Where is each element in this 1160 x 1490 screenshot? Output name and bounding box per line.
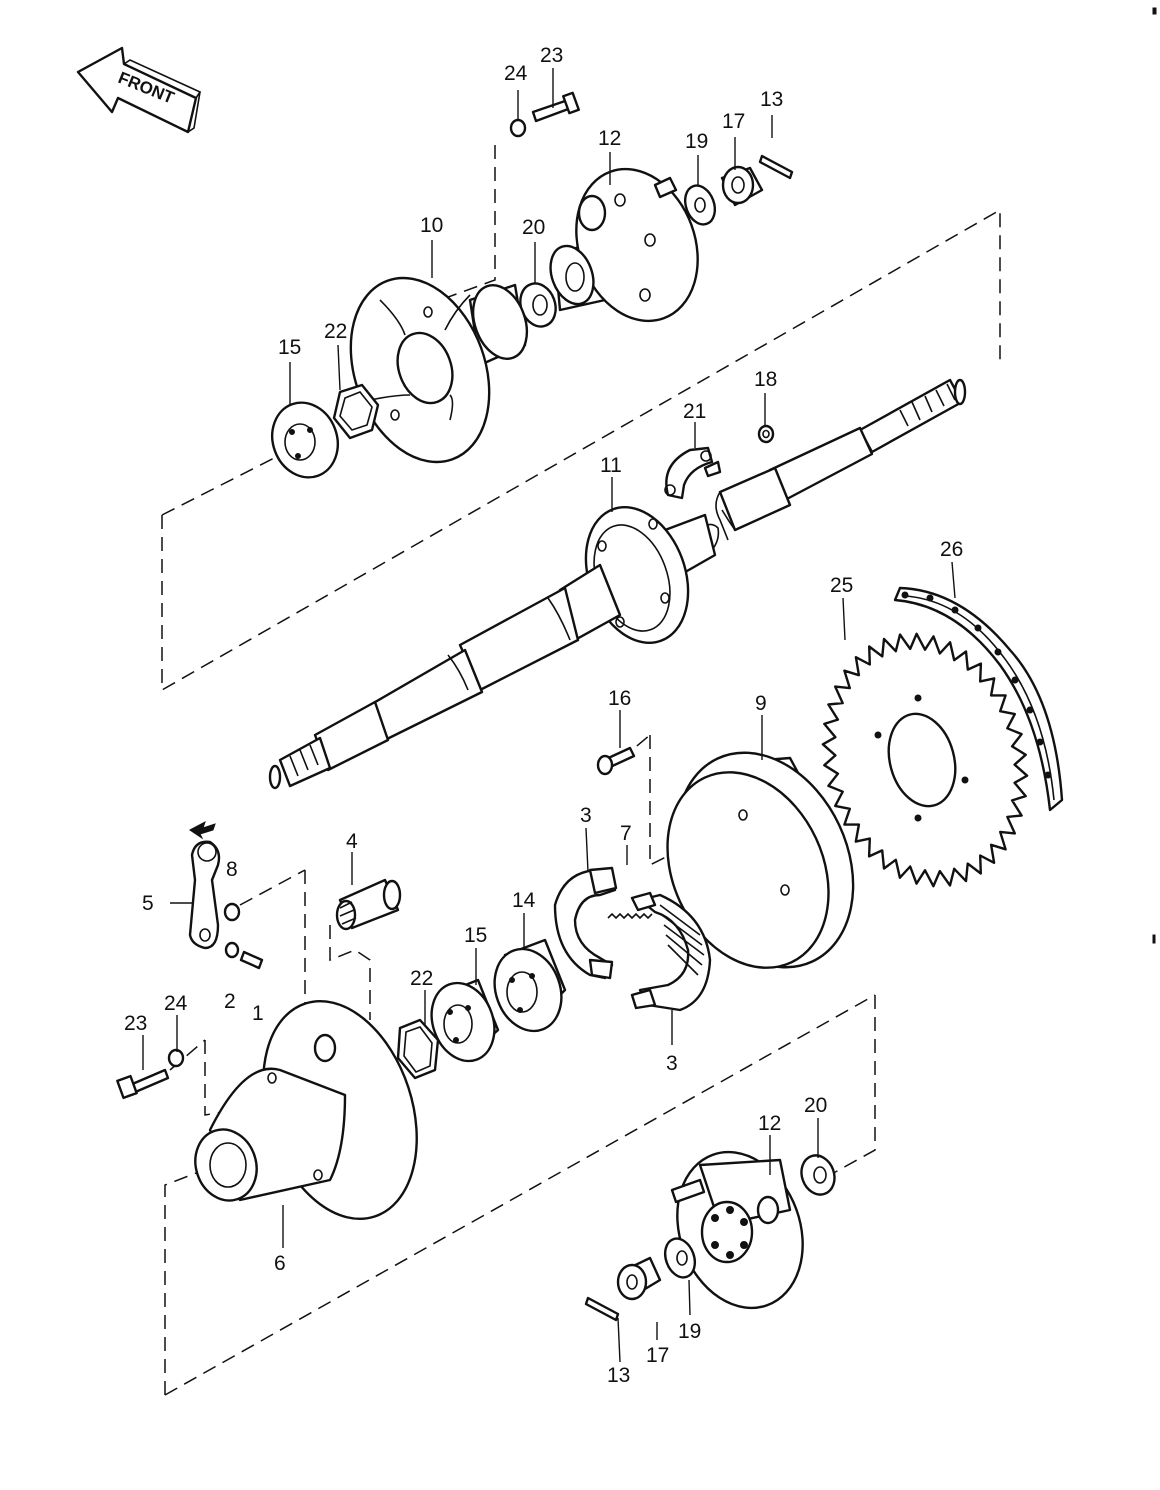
- washer-2: [224, 941, 240, 959]
- callout-22-top: 22: [324, 320, 347, 343]
- callout-9: 9: [755, 692, 767, 715]
- callout-22-lower: 22: [410, 967, 433, 990]
- callout-11: 11: [600, 454, 622, 477]
- sprocket-hub-12-lower: [670, 1150, 804, 1310]
- gasket-22-lower: [396, 1018, 440, 1080]
- washer-24-top: [509, 118, 527, 138]
- hub-6: [194, 1067, 347, 1202]
- bearing-14: [493, 938, 567, 1033]
- washer-19-lower: [663, 1237, 697, 1279]
- brake-drum-9: [666, 751, 855, 969]
- brake-arm-5: [188, 840, 221, 950]
- o-ring-8: [223, 902, 241, 922]
- callout-2: 2: [224, 990, 236, 1013]
- callout-20-lower: 20: [804, 1094, 827, 1117]
- cotter-pin-13-top: [758, 154, 794, 180]
- callout-15-top: 15: [278, 336, 301, 359]
- front-arrow-icon: FRONT: [76, 46, 202, 134]
- rear-axle-11: [268, 378, 967, 790]
- callout-26: 26: [940, 538, 963, 561]
- callout-19-lower: 19: [678, 1320, 701, 1343]
- nut-18: [757, 424, 775, 444]
- callout-13-lower: 13: [607, 1364, 630, 1387]
- callout-3-lower: 3: [666, 1052, 678, 1075]
- callout-18: 18: [754, 368, 777, 391]
- callout-numbers: 23 24 13 17 19 12 10 20 15 22 18 21 11 2…: [124, 44, 963, 1387]
- callout-17-top: 17: [722, 110, 745, 133]
- callout-24-lower: 24: [164, 992, 188, 1015]
- callout-20-top: 20: [522, 216, 545, 239]
- callout-13-top: 13: [760, 88, 783, 111]
- callout-19-top: 19: [685, 130, 708, 153]
- gasket-22-top: [332, 383, 380, 440]
- callout-5: 5: [142, 892, 154, 915]
- bearing-15-lower: [430, 978, 500, 1063]
- castle-nut-17-top: [720, 165, 764, 207]
- bolt-23-top: [531, 91, 580, 123]
- bolt-2: [239, 950, 264, 970]
- callout-4: 4: [346, 830, 358, 853]
- leader-lines: [142, 68, 956, 1363]
- washer-20-lower: [800, 1154, 836, 1196]
- corner-mark-top: [1152, 7, 1157, 15]
- callout-23-lower: 23: [124, 1012, 147, 1035]
- brake-cam-4: [335, 878, 402, 931]
- callout-12-top: 12: [598, 127, 621, 150]
- corner-mark-right: [1152, 934, 1156, 944]
- callout-15-lower: 15: [464, 924, 487, 947]
- brake-shoe-3-upper: [553, 866, 618, 980]
- callout-14: 14: [512, 889, 536, 912]
- direction-arrow-icon: [189, 820, 216, 840]
- callout-1: 1: [252, 1002, 264, 1025]
- callout-3-upper: 3: [580, 804, 592, 827]
- drive-chain-26: [893, 586, 1064, 812]
- hub-10: [349, 276, 529, 464]
- brake-shoe-3-lower: [630, 891, 712, 1012]
- lock-plate-21: [664, 446, 722, 500]
- sprocket-hub-12-top: [549, 167, 699, 323]
- washer-19-top: [683, 184, 717, 226]
- castle-nut-17-lower: [616, 1256, 662, 1301]
- cotter-pin-13-lower: [584, 1296, 620, 1322]
- callout-21: 21: [683, 400, 706, 423]
- callout-10: 10: [420, 214, 443, 237]
- callout-23-top: 23: [540, 44, 563, 67]
- spring-7: [607, 912, 653, 920]
- bolt-16: [596, 746, 636, 776]
- callout-17-lower: 17: [646, 1344, 669, 1367]
- callout-6: 6: [274, 1252, 286, 1275]
- washer-24-lower: [167, 1048, 185, 1068]
- callout-8: 8: [226, 858, 238, 881]
- rear-sprocket-25: [821, 632, 1029, 888]
- bearing-15-top: [271, 401, 339, 479]
- bolt-23-lower: [116, 1068, 170, 1100]
- callout-7: 7: [620, 822, 632, 845]
- callout-12-lower: 12: [758, 1112, 781, 1135]
- upper-assembly-frame: [161, 145, 1001, 692]
- callout-24-top: 24: [504, 62, 528, 85]
- callout-25: 25: [830, 574, 853, 597]
- callout-16: 16: [608, 687, 631, 710]
